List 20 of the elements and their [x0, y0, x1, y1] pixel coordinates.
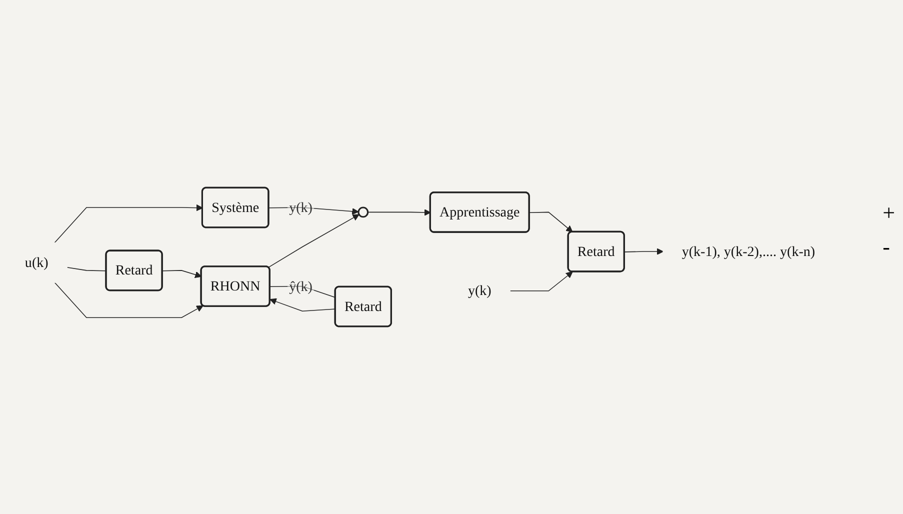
arrow — [510, 272, 573, 292]
arrow — [162, 270, 202, 278]
arrow — [270, 298, 336, 312]
edge-label: ŷ(k) — [289, 280, 312, 295]
node-text: u(k) — [24, 254, 48, 270]
arrow — [367, 209, 431, 216]
edge-label: y(k) — [289, 201, 312, 216]
node-circle — [358, 206, 369, 218]
sign-label: - — [882, 234, 891, 260]
arrow — [54, 282, 204, 318]
connector — [66, 267, 107, 272]
connector — [270, 286, 336, 298]
arrow — [54, 204, 203, 244]
node-text: y(k-1), y(k-2),.... y(k-n) — [682, 243, 816, 259]
node-text: y(k) — [468, 282, 492, 298]
sign-label: + — [882, 200, 895, 226]
arrow — [268, 214, 360, 268]
arrow — [529, 212, 573, 232]
arrow — [268, 207, 359, 215]
arrow — [624, 248, 664, 255]
